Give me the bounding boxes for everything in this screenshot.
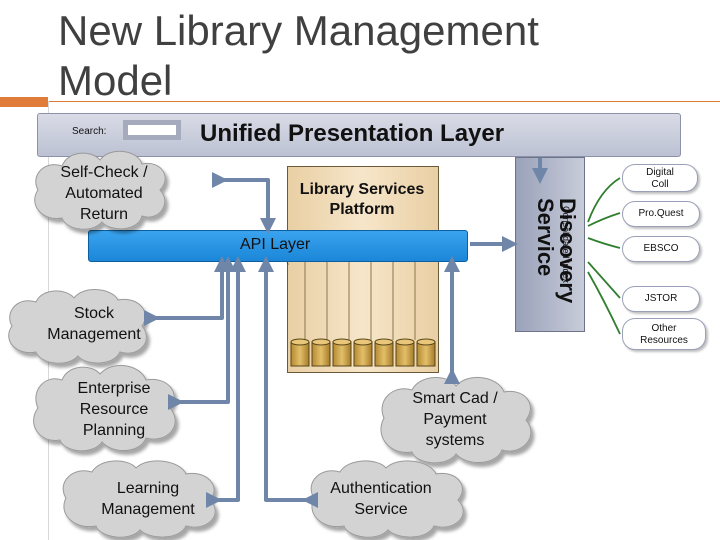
rack-disks: [290, 338, 436, 367]
api-tick-mark: `: [286, 262, 290, 274]
search-input[interactable]: [123, 120, 181, 140]
cloud-stock: [8, 289, 147, 364]
disk-icon: [290, 338, 310, 367]
rack-lines: [304, 262, 416, 340]
cloud-stock-label: Stock Management: [47, 305, 141, 343]
arrow-stock: [144, 256, 230, 326]
cloud-smart-card: [380, 376, 532, 464]
cloud-authentication: [310, 460, 464, 538]
source-digital-coll: Digital Coll: [622, 164, 698, 192]
source-label: EBSCO: [643, 243, 679, 254]
cloud-smart-card-label: Smart Cad / Payment systems: [412, 390, 498, 449]
discovery-service-box: [515, 157, 585, 332]
disk-icon: [374, 338, 394, 367]
source-label: Digital Coll: [646, 167, 674, 190]
source-other-resources: Other Resources: [622, 318, 706, 350]
arrow-authentication: [258, 256, 318, 508]
cloud-authentication-label: Authentication Service: [330, 480, 432, 518]
consolidated-index-label: Consolidated Index: [561, 206, 571, 284]
accent-bar: [0, 97, 48, 107]
discovery-service-label: Discovery Service: [533, 198, 580, 304]
source-links: [587, 177, 621, 335]
disk-icon: [353, 338, 373, 367]
source-label: Other Resources: [640, 323, 688, 346]
accent-line: [48, 101, 720, 102]
source-label: Pro.Quest: [638, 208, 684, 219]
cloud-self-check: [34, 150, 166, 230]
presentation-layer-title: Unified Presentation Layer: [200, 120, 505, 147]
platform-title: Library Services Platform: [299, 181, 425, 218]
arrow-learning: [206, 256, 246, 508]
disk-icon: [416, 338, 436, 367]
disk-icon: [311, 338, 331, 367]
source-proquest: Pro.Quest: [622, 201, 700, 227]
source-ebsco: EBSCO: [622, 236, 700, 262]
api-layer-label: API Layer: [240, 236, 311, 253]
disk-icon: [332, 338, 352, 367]
source-jstor: JSTOR: [622, 286, 700, 312]
slide-title: New Library Management Model: [58, 7, 539, 104]
source-label: JSTOR: [644, 293, 678, 304]
arrow-self-check: [212, 172, 276, 234]
cloud-learning-label: Learning Management: [101, 480, 195, 518]
search-label: Search:: [72, 126, 107, 137]
cloud-enterprise-label: Enterprise Resource Planning: [77, 380, 151, 439]
presentation-layer-bar: [37, 113, 681, 157]
cloud-self-check-label: Self-Check / Automated Return: [60, 164, 148, 223]
disk-icon: [395, 338, 415, 367]
